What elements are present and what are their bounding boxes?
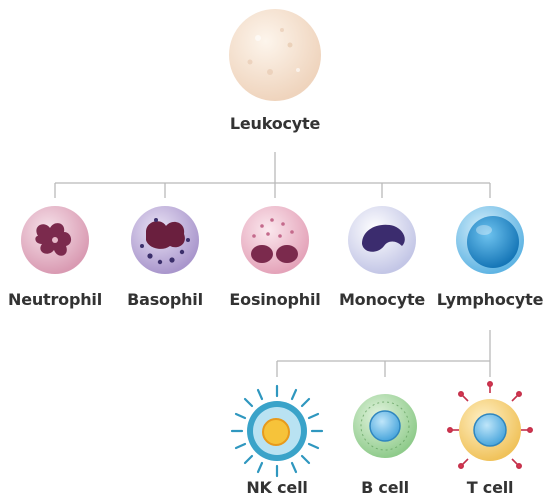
nk-cell-icon xyxy=(230,384,324,478)
eosinophil-label: Eosinophil xyxy=(229,290,321,309)
basophil-label: Basophil xyxy=(127,290,203,309)
b-cell-label: B cell xyxy=(361,478,409,497)
leukocyte-cell-icon xyxy=(229,9,321,101)
tree-connectors xyxy=(54,152,491,377)
monocyte-label: Monocyte xyxy=(338,290,426,309)
neutrophil-cell-icon xyxy=(21,206,89,274)
lymphocyte-cell-icon xyxy=(456,206,524,274)
b-cell-icon xyxy=(353,394,417,458)
lymphocyte-label: Lymphocyte xyxy=(436,290,544,309)
eosinophil-cell-icon xyxy=(241,206,309,274)
basophil-cell-icon xyxy=(131,206,199,274)
t-cell-icon xyxy=(446,380,533,469)
t-cell-label: T cell xyxy=(466,478,514,497)
monocyte-cell-icon xyxy=(348,206,416,274)
neutrophil-label: Neutrophil xyxy=(8,290,102,309)
nk-cell-label: NK cell xyxy=(246,478,308,497)
leukocyte-label: Leukocyte xyxy=(229,114,321,133)
